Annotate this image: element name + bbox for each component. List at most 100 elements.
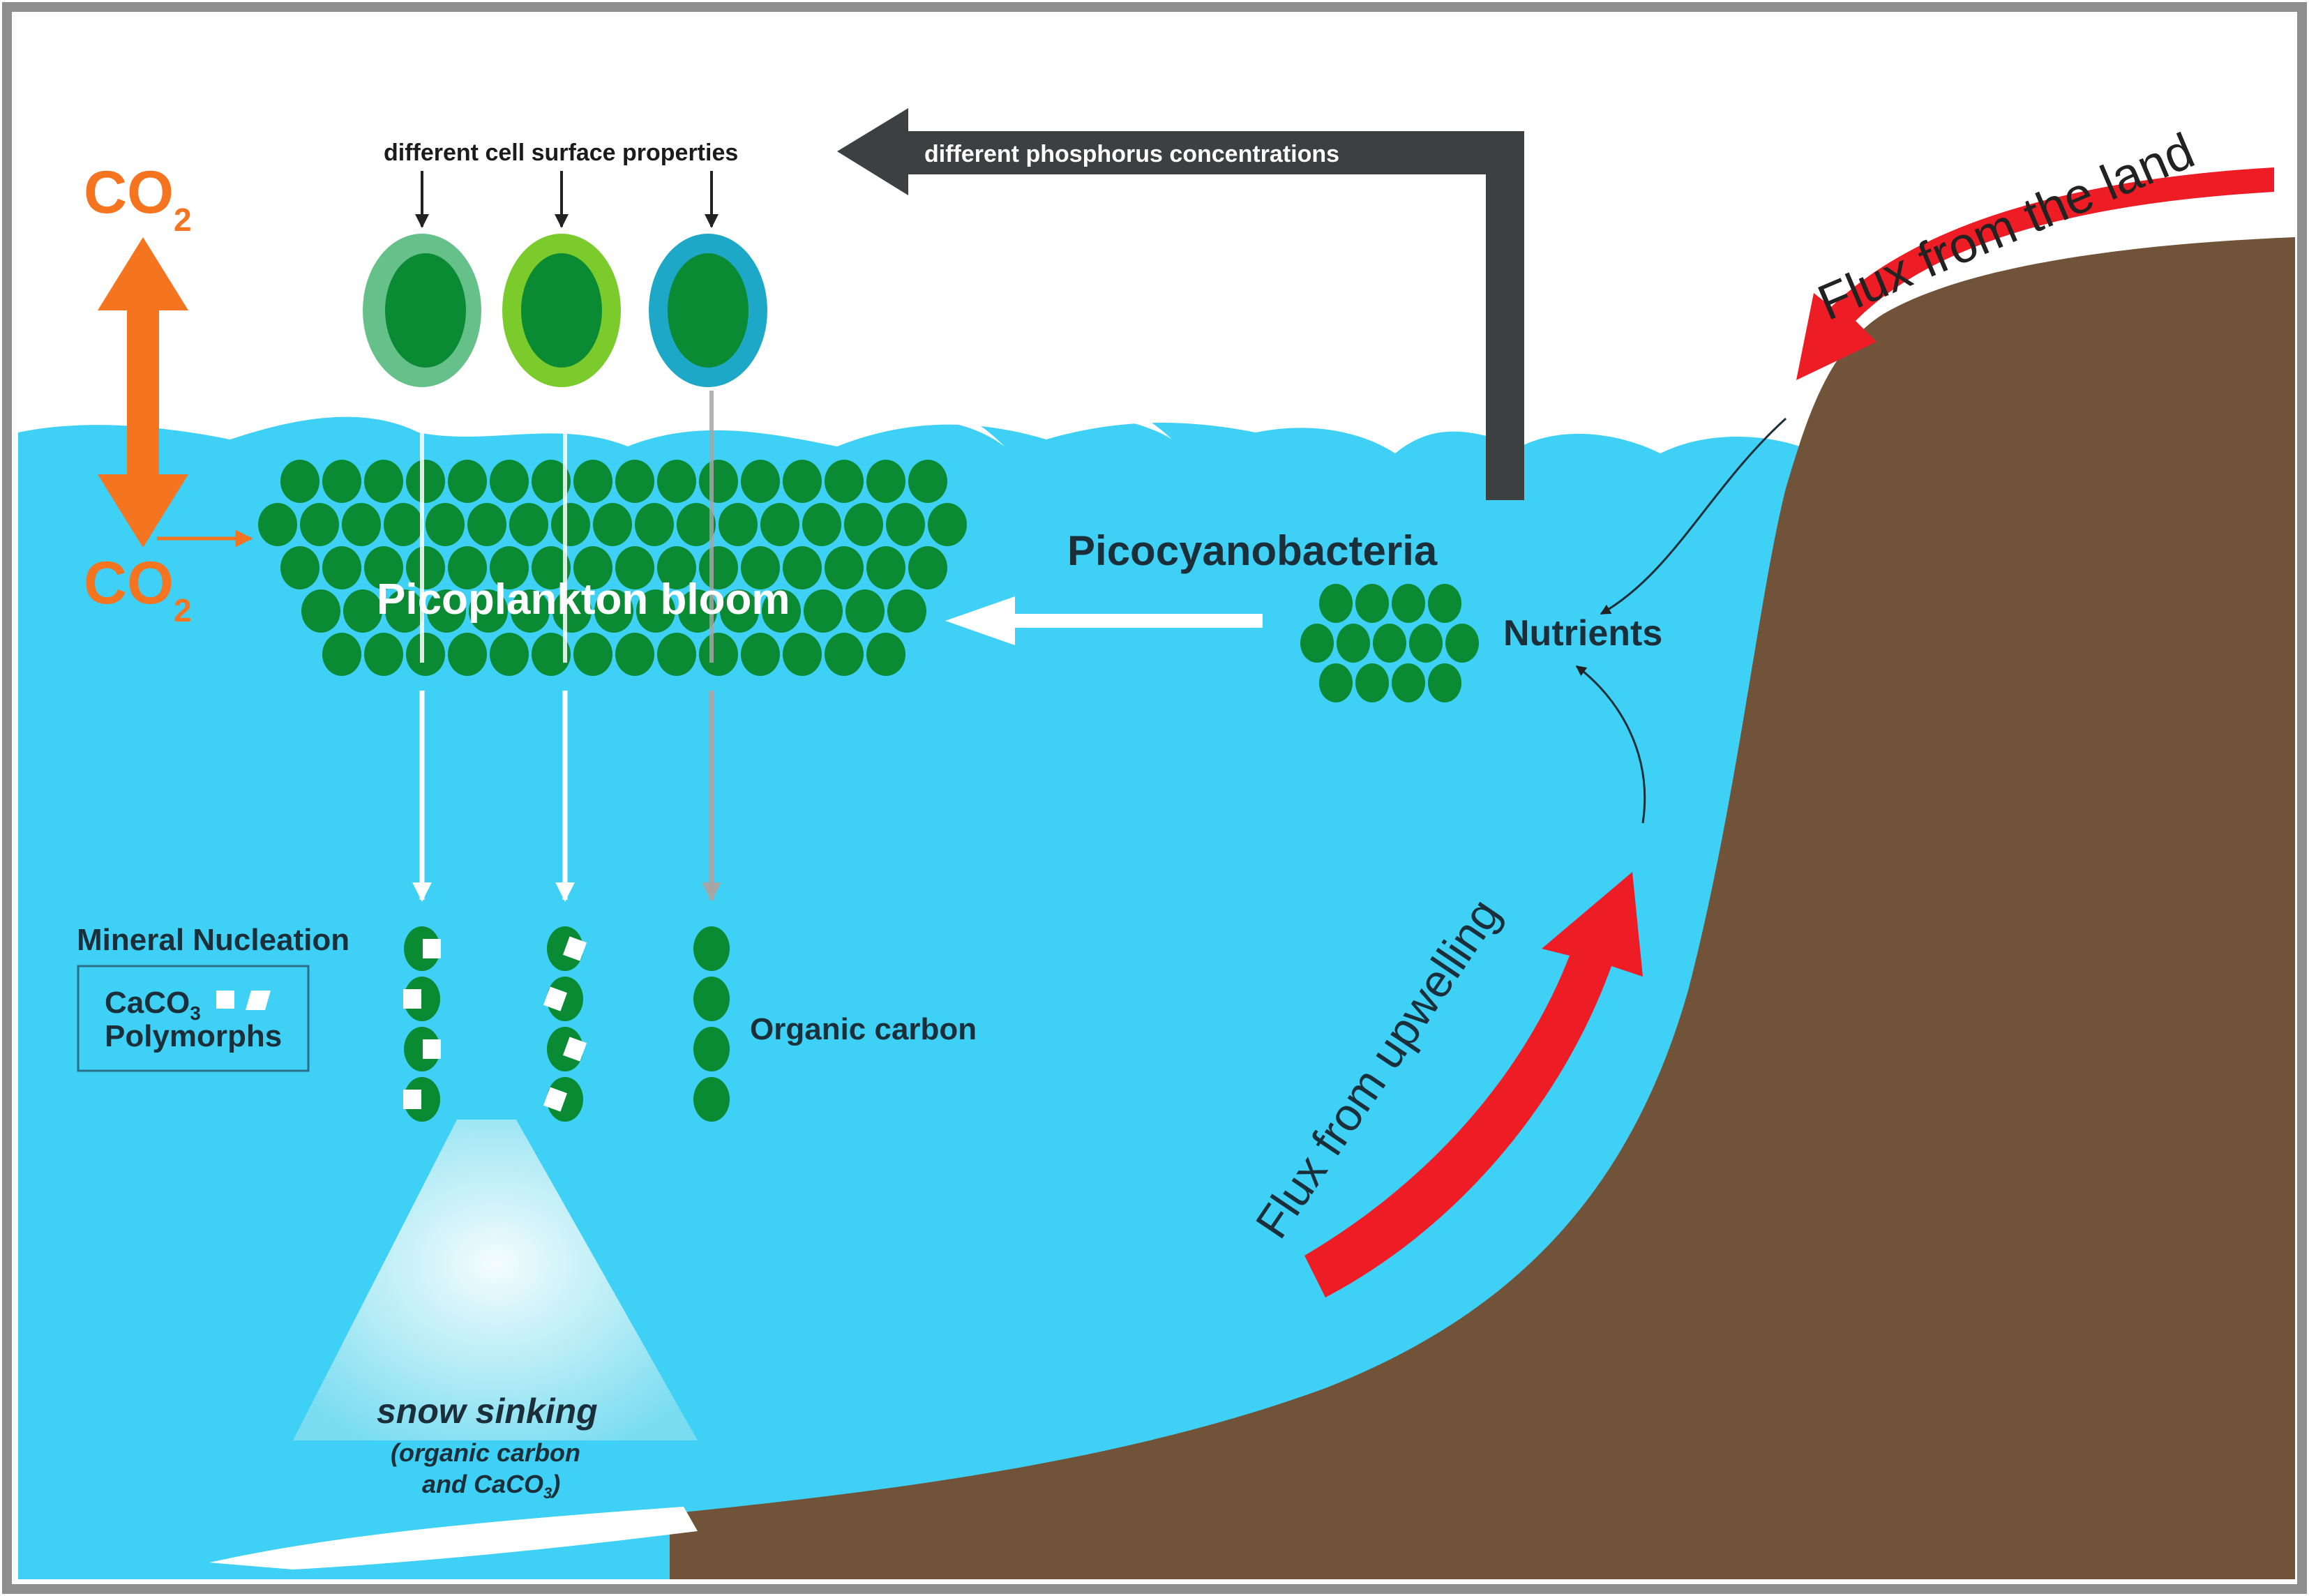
bloom-cell	[760, 503, 799, 546]
bloom-cell	[322, 633, 361, 676]
bloom-cell	[908, 546, 947, 589]
bloom-cell	[364, 460, 403, 503]
bloom-cell	[699, 633, 738, 676]
bloom-cell	[762, 589, 801, 633]
snow-sinking-label: snow sinking	[377, 1392, 598, 1431]
bloom-cell	[615, 546, 654, 589]
nutrients-label: Nutrients	[1503, 613, 1662, 654]
bloom-cell	[804, 589, 843, 633]
picocyanobacteria-cell	[1392, 663, 1425, 702]
bloom-cell	[406, 546, 445, 589]
bloom-cell	[427, 589, 466, 633]
flux-upwelling-arrow	[1304, 872, 1643, 1297]
bloom-cell	[426, 503, 465, 546]
bloom-cell	[300, 503, 339, 546]
bloom-cell	[322, 546, 361, 589]
bloom-cell	[280, 460, 319, 503]
chain-cell	[693, 1077, 730, 1122]
picocyanobacteria-label: Picocyanobacteria	[1067, 527, 1438, 574]
bloom-cell	[636, 589, 675, 633]
wave-cap	[1088, 407, 1172, 439]
picocyanobacteria-cell	[1319, 584, 1353, 623]
picocyanobacteria-cell	[1355, 584, 1389, 623]
caco3-crystal	[403, 989, 421, 1009]
bloom-cell	[573, 546, 612, 589]
caco3-crystal	[423, 1039, 441, 1059]
bloom-cell	[677, 503, 716, 546]
bloom-cell	[886, 503, 925, 546]
bloom-cell	[866, 460, 905, 503]
bloom-cell	[657, 460, 696, 503]
bloom-cell	[448, 460, 487, 503]
bloom-cell	[741, 633, 780, 676]
crystal-icon	[246, 991, 271, 1010]
bloom-cell	[825, 546, 864, 589]
bloom-cell	[511, 589, 550, 633]
snow-sinking-sub2: and CaCO3)	[422, 1470, 560, 1502]
polymorphs-label: Polymorphs	[105, 1019, 282, 1053]
sinking-cell-chains	[403, 926, 730, 1122]
bloom-cell	[844, 503, 883, 546]
co2-double-arrow	[98, 237, 188, 548]
chain-cell	[547, 1027, 583, 1071]
picocyanobacteria-cell	[1300, 624, 1334, 663]
bloom-cell	[406, 460, 445, 503]
bloom-cell	[825, 633, 864, 676]
bloom-cell	[928, 503, 967, 546]
snow-sinking-sub1: (organic carbon	[391, 1438, 580, 1467]
caco3-label: CaCO3	[105, 986, 201, 1024]
bloom-cell	[467, 503, 506, 546]
mineral-nucleation-label: Mineral Nucleation	[77, 923, 349, 957]
picocyanobacteria-cell	[1428, 584, 1461, 623]
caco3-crystal	[543, 1087, 568, 1112]
chain-cell	[547, 1077, 583, 1122]
cell-type-2-core	[521, 253, 602, 368]
organic-carbon-label: Organic carbon	[750, 1012, 977, 1046]
bloom-cell	[343, 589, 382, 633]
bloom-cell	[490, 546, 529, 589]
bloom-cell	[532, 460, 571, 503]
bloom-cell	[448, 633, 487, 676]
bloom-cell	[573, 460, 612, 503]
bloom-cell	[678, 589, 717, 633]
chain-cell	[547, 977, 583, 1021]
bloom-cell	[741, 460, 780, 503]
bloom-cell	[552, 589, 592, 633]
bloom-cell	[406, 633, 445, 676]
caco3-crystal	[403, 1090, 421, 1109]
bloom-cell	[615, 633, 654, 676]
land-slope	[670, 237, 2295, 1579]
bloom-cell	[845, 589, 885, 633]
picocyanobacteria-cell	[1373, 624, 1406, 663]
bloom-cell	[258, 503, 297, 546]
bloom-cell	[657, 633, 696, 676]
chain-cell	[404, 1027, 440, 1071]
picoplankton-bloom-cluster	[258, 460, 967, 676]
picocyanobacteria-cell	[1319, 663, 1353, 702]
bloom-cell	[384, 503, 423, 546]
bloom-cell	[490, 633, 529, 676]
cell-type-3-core	[668, 253, 749, 368]
bloom-cell	[699, 460, 738, 503]
bloom-cell	[532, 633, 571, 676]
crystal-icon	[216, 991, 234, 1009]
bloom-cell	[719, 503, 758, 546]
picocyanobacteria-cell	[1355, 663, 1389, 702]
land-nutrient-line	[1600, 417, 1787, 615]
bloom-cell	[908, 460, 947, 503]
phosphorus-arrow	[837, 108, 1524, 500]
bloom-label: Picoplankton bloom	[377, 575, 790, 624]
bloom-cell	[802, 503, 841, 546]
bloom-cell	[887, 589, 926, 633]
chain-cell	[693, 926, 730, 971]
bloom-cell	[783, 633, 822, 676]
bloom-cell	[635, 503, 674, 546]
bloom-cell	[551, 503, 590, 546]
cell-type-1-core	[385, 253, 466, 368]
upwelling-nutrient-line	[1575, 665, 1646, 824]
pico-to-bloom-arrow	[945, 596, 1263, 645]
bloom-cell	[364, 546, 403, 589]
caco3-crystal	[423, 939, 441, 958]
bloom-cell	[783, 460, 822, 503]
